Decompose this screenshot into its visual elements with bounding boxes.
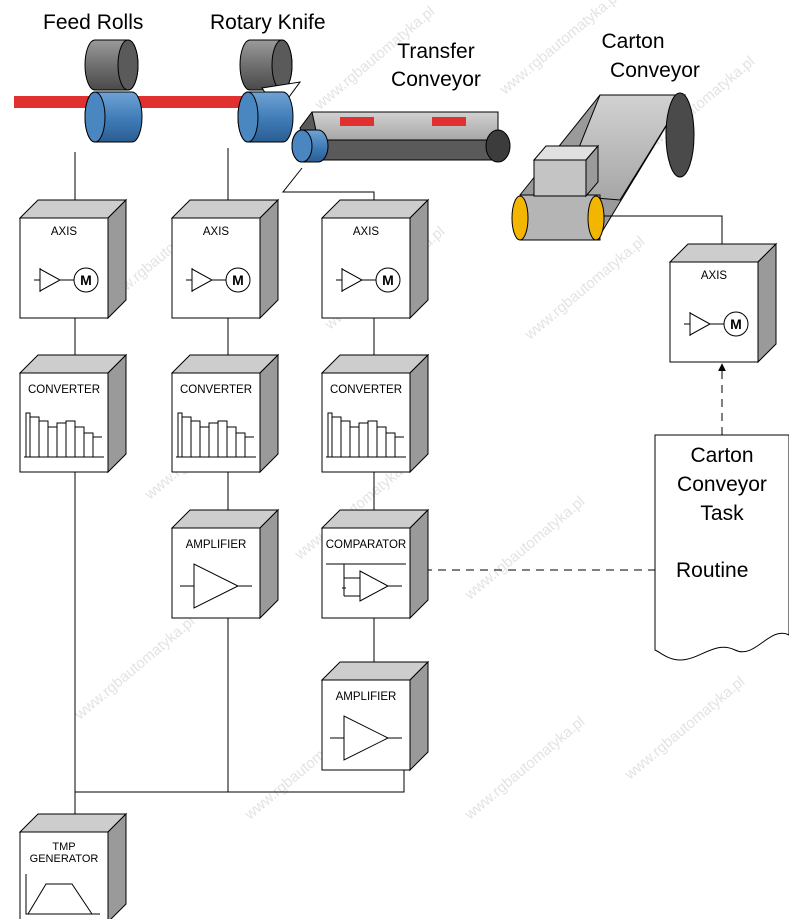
task-label-line3: Task [700,502,744,525]
watermark-text: www.rgbautomatyka.pl [461,493,588,604]
transfer-conveyor-label-line1: Transfer [397,40,474,63]
amplifier-label: AMPLIFIER [336,691,397,703]
converter-label: CONVERTER [330,384,402,396]
watermark-text: www.rgbautomatyka.pl [521,233,648,344]
converter-block: CONVERTER [170,353,280,474]
converter-block: CONVERTER [18,353,128,474]
rotary-knife [237,39,302,143]
amplifier-label: AMPLIFIER [186,539,247,551]
comparator-block: COMPARATOR [320,508,430,620]
axis-label: AXIS [51,226,78,238]
rotary-knife-label: Rotary Knife [210,11,326,34]
material-strip [14,96,284,108]
motor-icon: M [730,316,742,332]
motor-icon: M [232,272,244,288]
converter-label: CONVERTER [180,384,252,396]
motor-icon: M [382,272,394,288]
carton-conveyor-label-line2: Conveyor [610,59,700,82]
carton-conveyor-task: Carton Conveyor Task Routine [654,434,789,661]
routine-label: Routine [676,559,748,582]
converter-block: CONVERTER [320,353,430,474]
transfer-conveyor [291,111,511,163]
tmp-label: GENERATOR [30,853,99,865]
comparator-label: COMPARATOR [326,539,407,551]
carton-conveyor-label-line1: Carton [601,30,664,53]
axis-block: AXIS M [18,198,128,320]
feed-rolls [14,39,284,143]
axis-label: AXIS [701,270,728,282]
watermark-text: www.rgbautomatyka.pl [621,673,748,784]
tmp-label: TMP [52,841,75,853]
axis-block: AXIS M [668,242,778,364]
watermark-text: www.rgbautomatyka.pl [461,713,588,824]
task-label-line1: Carton [690,444,753,467]
amplifier-block: AMPLIFIER [320,660,430,772]
task-label-line2: Conveyor [677,473,767,496]
axis-block: AXIS M [170,198,280,320]
axis-label: AXIS [353,226,380,238]
converter-label: CONVERTER [28,384,100,396]
axis-label: AXIS [203,226,230,238]
control-blocks: AXIS M AXIS M AXIS M AXIS M CONVERTER CONVERTER CO… [18,198,778,919]
feed-rolls-label: Feed Rolls [43,11,143,34]
carton-box [533,159,587,197]
motor-icon: M [80,272,92,288]
axis-block: AXIS M [320,198,430,320]
watermark-text: www.rgbautomatyka.pl [71,613,198,724]
transfer-conveyor-label-line2: Conveyor [391,68,481,91]
carton-conveyor [511,92,695,241]
amplifier-block: AMPLIFIER [170,508,280,620]
